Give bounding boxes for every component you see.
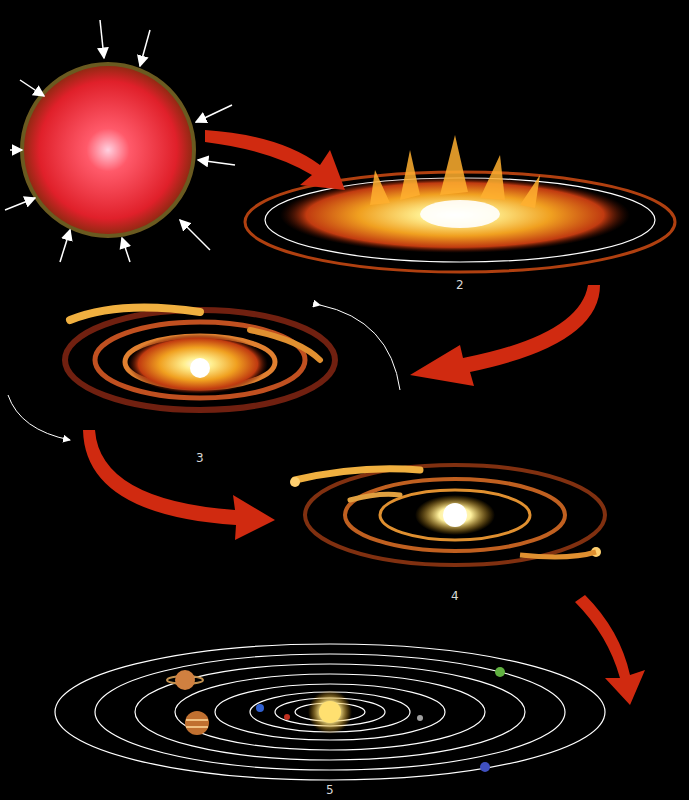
stage-number: 5 <box>326 783 334 797</box>
stage-number: 4 <box>451 589 459 603</box>
stage-number: 2 <box>456 278 464 292</box>
stage-number: 3 <box>196 451 204 465</box>
